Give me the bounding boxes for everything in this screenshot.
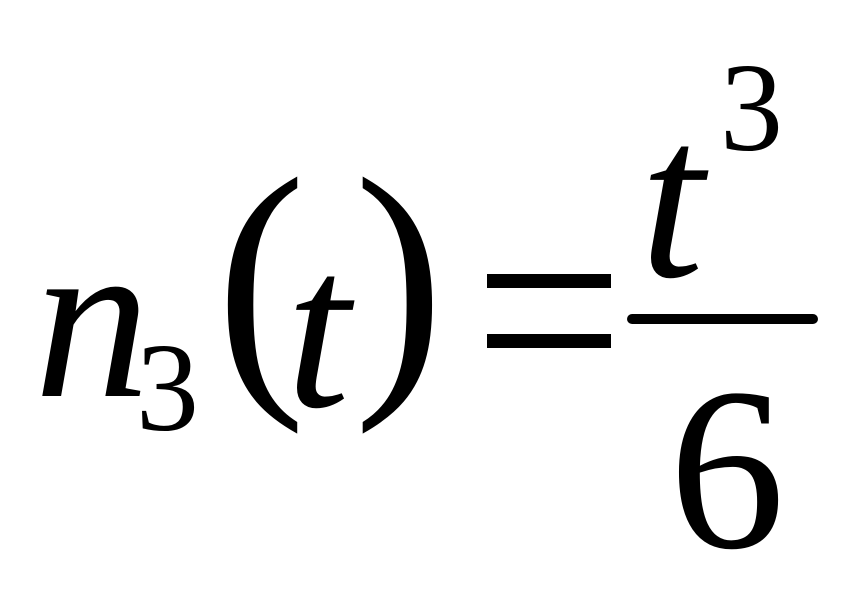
formula: n 3 ( t ) t 3 6 [34, 39, 818, 598]
equals-sign-bottom-bar [487, 334, 611, 348]
numerator-exponent: 3 [720, 39, 783, 178]
lhs-subscript: 3 [136, 319, 199, 458]
close-parenthesis: ) [354, 121, 444, 436]
denominator: 6 [669, 341, 785, 598]
lhs-variable: n [34, 190, 150, 447]
fraction-bar [627, 314, 818, 324]
open-parenthesis: ( [216, 121, 306, 436]
equals-sign-top-bar [487, 274, 611, 288]
numerator-variable: t [640, 71, 704, 326]
argument-variable: t [286, 201, 350, 456]
